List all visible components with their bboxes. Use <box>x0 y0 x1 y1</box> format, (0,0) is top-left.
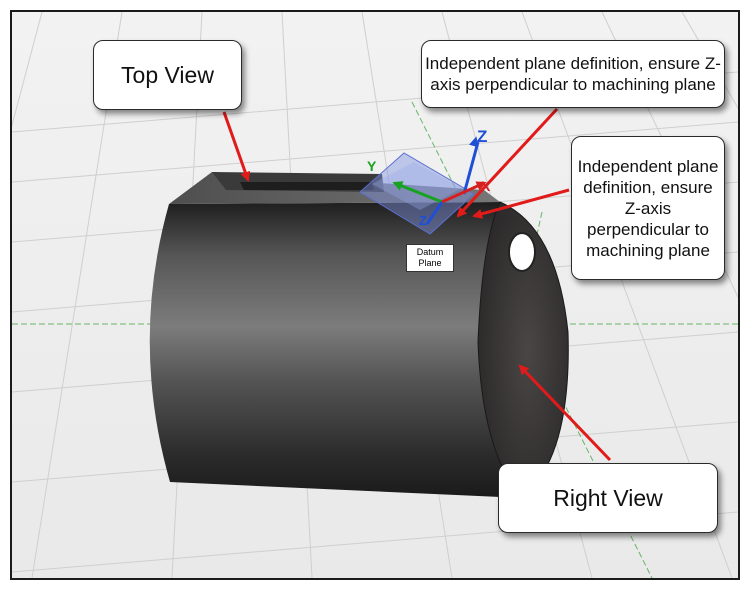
diagram-frame: Z Y X Z Datum Plane Top View Independent… <box>10 10 740 580</box>
top-view-callout: Top View <box>93 40 242 110</box>
datum-plane-label: Datum Plane <box>406 244 454 272</box>
cad-viewport <box>12 12 738 578</box>
plane-definition-callout-side: Independent plane definition, ensure Z-a… <box>571 136 725 280</box>
z-axis-small-label: Z <box>419 213 427 228</box>
callout-arrows <box>222 107 612 462</box>
z-axis-label: Z <box>477 127 488 146</box>
coordinate-axes <box>392 136 487 225</box>
plane-definition-callout-top: Independent plane definition, ensure Z-a… <box>421 40 725 108</box>
cylinder-part <box>149 172 569 499</box>
right-view-callout: Right View <box>498 463 718 533</box>
x-axis-label: X <box>481 178 491 194</box>
y-axis-label: Y <box>367 158 377 174</box>
